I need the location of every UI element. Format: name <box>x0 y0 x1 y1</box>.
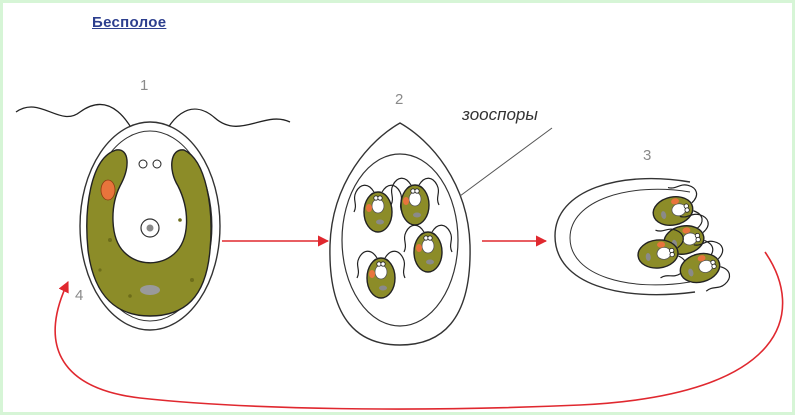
stage-2-label: 2 <box>395 91 403 108</box>
stage-3-label: 3 <box>643 147 651 164</box>
stage-1-label: 1 <box>140 77 148 94</box>
stage2-sporangium <box>330 123 470 345</box>
eyespot <box>101 180 115 200</box>
pyrenoid <box>140 285 160 295</box>
nucleolus <box>147 225 154 232</box>
contractile-vacuole-left <box>139 160 147 168</box>
zoospores-label: зооспоры <box>461 105 538 124</box>
stage-4-label: 4 <box>75 287 83 304</box>
zoospores-pointer <box>460 128 552 196</box>
chloroplast-texture <box>108 238 112 242</box>
stage1-cell <box>16 104 290 330</box>
sporangium-wall-inner <box>342 154 458 326</box>
stage3-release <box>555 179 732 297</box>
contractile-vacuole-right <box>153 160 161 168</box>
